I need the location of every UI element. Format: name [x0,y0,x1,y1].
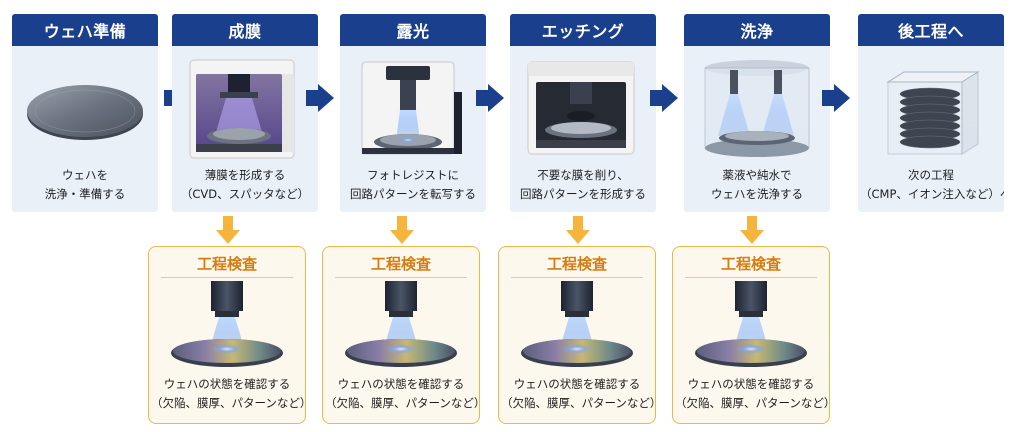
step-desc-line-2: （CVD、スパッタなど） [180,187,310,201]
inspection-desc-line-2: （欠陥、膜厚、パターンなど） [675,396,830,410]
inspection-title: 工程検査 [546,255,607,273]
inspection-desc-line-1: ウェハの状態を確認する [687,377,815,391]
inspection-divider [685,277,817,278]
step-desc-line-2: 洗浄・準備する [44,187,126,201]
down-arrow-icon [216,216,240,244]
inspection-microscope-illustration [171,281,283,367]
inspection-microscope-illustration [695,281,807,367]
step-title: 洗浄 [684,14,830,46]
inspection-title: 工程検査 [720,255,781,273]
step-title: エッチング [510,14,656,46]
step-desc-line-1: 不要な膜を削り、 [537,168,629,182]
wafer-stack [899,87,961,149]
wafer-cassette-illustration [886,71,980,155]
step-etching: エッチング 不要な膜を削り、 回路パターンを形成する [510,14,656,212]
step-desc-line-1: 薬液や純水で [722,168,792,182]
step-exposure: 露光 フォトレジストに 回路パターンを転写する [340,14,486,212]
deposition-chamber-illustration [189,59,295,159]
step-title: ウェハ準備 [12,14,158,46]
inspection-desc-line-1: ウェハの状態を確認する [337,377,465,391]
step-deposition: 成膜 薄膜を形成する （CVD、スパッタなど） [172,14,318,212]
inspection-divider [511,277,643,278]
inspection-divider [335,277,467,278]
step-next-process: 後工程へ 次の工程 （CMP、イオン注入など）へ [858,14,1004,212]
step-desc-line-1: ウェハを [62,168,108,182]
step-cleaning: 洗浄 薬液や純水で ウェハを洗浄する [684,14,830,212]
inspection-title: 工程検査 [196,255,257,273]
step-desc-line-2: 回路パターンを転写する [350,187,476,201]
step-desc-line-2: ウェハを洗浄する [711,187,803,201]
step-desc-line-1: 薄膜を形成する [204,168,286,182]
inspection-microscope-illustration [521,281,633,367]
inspection-desc-line-2: （欠陥、膜厚、パターンなど） [325,396,480,410]
inspection-title: 工程検査 [370,255,431,273]
inspection-desc-line-1: ウェハの状態を確認する [163,377,291,391]
step-title: 露光 [340,14,486,46]
inspection-box: 工程検査 ウェハの状態を確認する （欠陥、膜厚、パターンなど） [498,246,656,424]
flow-arrow-icon [650,84,678,112]
step-title: 成膜 [172,14,318,46]
inspection-desc-line-2: （欠陥、膜厚、パターンなど） [151,396,306,410]
down-arrow-icon [566,216,590,244]
inspection-box: 工程検査 ウェハの状態を確認する （欠陥、膜厚、パターンなど） [148,246,306,424]
step-wafer-prep: ウェハ準備 ウェハを 洗浄・準備する [12,14,158,212]
flow-arrow-icon [306,84,334,112]
step-desc-line-1: 次の工程 [908,168,954,182]
etching-machine-illustration [527,61,635,155]
inspection-divider [161,277,293,278]
step-title: 後工程へ [858,14,1004,46]
wafer-illustration [27,85,143,140]
down-arrow-icon [740,216,764,244]
step-desc-line-2: （CMP、イオン注入など）へ [860,187,1004,201]
inspection-microscope-illustration [345,281,457,367]
inspection-box: 工程検査 ウェハの状態を確認する （欠陥、膜厚、パターンなど） [672,246,830,424]
exposure-machine-illustration [361,61,462,155]
inspection-box: 工程検査 ウェハの状態を確認する （欠陥、膜厚、パターンなど） [322,246,480,424]
step-desc-line-1: フォトレジストに [367,168,459,182]
down-arrow-icon [390,216,414,244]
flow-arrow-icon [476,84,504,112]
step-desc-line-2: 回路パターンを形成する [520,187,646,201]
flow-arrow-icon [822,84,850,112]
inspection-desc-line-2: （欠陥、膜厚、パターンなど） [501,396,656,410]
cleaning-tank-illustration [704,60,810,157]
inspection-desc-line-1: ウェハの状態を確認する [513,377,641,391]
